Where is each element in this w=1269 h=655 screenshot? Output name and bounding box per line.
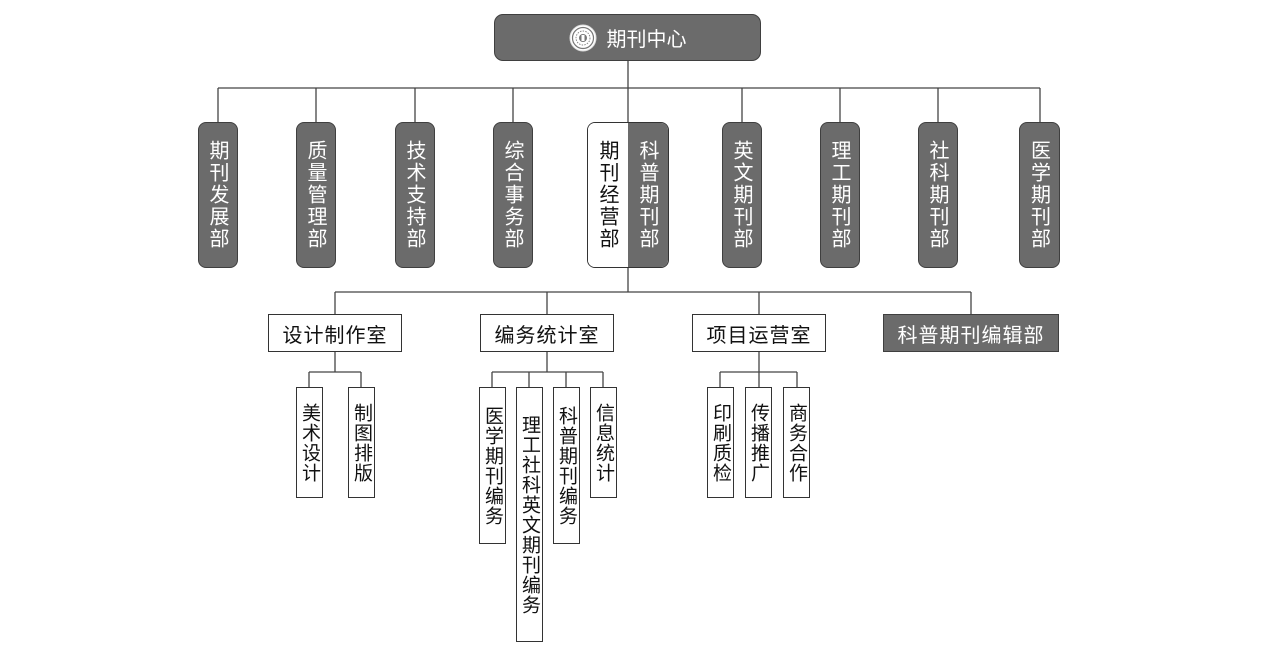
unit-node: 商务合作 bbox=[783, 387, 810, 498]
unit-node: 科普期刊编务 bbox=[553, 387, 580, 544]
unit-node: 印刷质检 bbox=[707, 387, 734, 498]
unit-node: 美术设计 bbox=[296, 387, 323, 498]
department-node: 社科期刊部 bbox=[918, 122, 958, 268]
unit-node: 理工社科英文期刊编务 bbox=[516, 387, 543, 642]
department-node: 期刊发展部 bbox=[198, 122, 238, 268]
unit-node: 信息统计 bbox=[590, 387, 617, 498]
office-node: 设计制作室 bbox=[268, 314, 402, 352]
department-split-left-label: 期刊经营部 bbox=[596, 140, 620, 250]
department-node: 技术支持部 bbox=[395, 122, 435, 268]
department-node: 理工期刊部 bbox=[820, 122, 860, 268]
department-node: 质量管理部 bbox=[296, 122, 336, 268]
department-split-right-label: 科普期刊部 bbox=[636, 140, 660, 250]
department-node: 综合事务部 bbox=[493, 122, 533, 268]
office-node: 项目运营室 bbox=[692, 314, 826, 352]
root-node: 期刊中心 bbox=[494, 14, 761, 61]
unit-node: 传播推广 bbox=[745, 387, 772, 498]
department-node: 英文期刊部 bbox=[722, 122, 762, 268]
journal-center-emblem-icon bbox=[569, 24, 596, 51]
unit-node: 医学期刊编务 bbox=[479, 387, 506, 544]
office-node: 编务统计室 bbox=[480, 314, 614, 352]
department-split-node: 期刊经营部 科普期刊部 bbox=[587, 122, 669, 268]
root-label: 期刊中心 bbox=[606, 27, 687, 51]
unit-node: 制图排版 bbox=[348, 387, 375, 498]
department-node: 医学期刊部 bbox=[1019, 122, 1060, 268]
office-node-highlighted: 科普期刊编辑部 bbox=[883, 314, 1059, 352]
